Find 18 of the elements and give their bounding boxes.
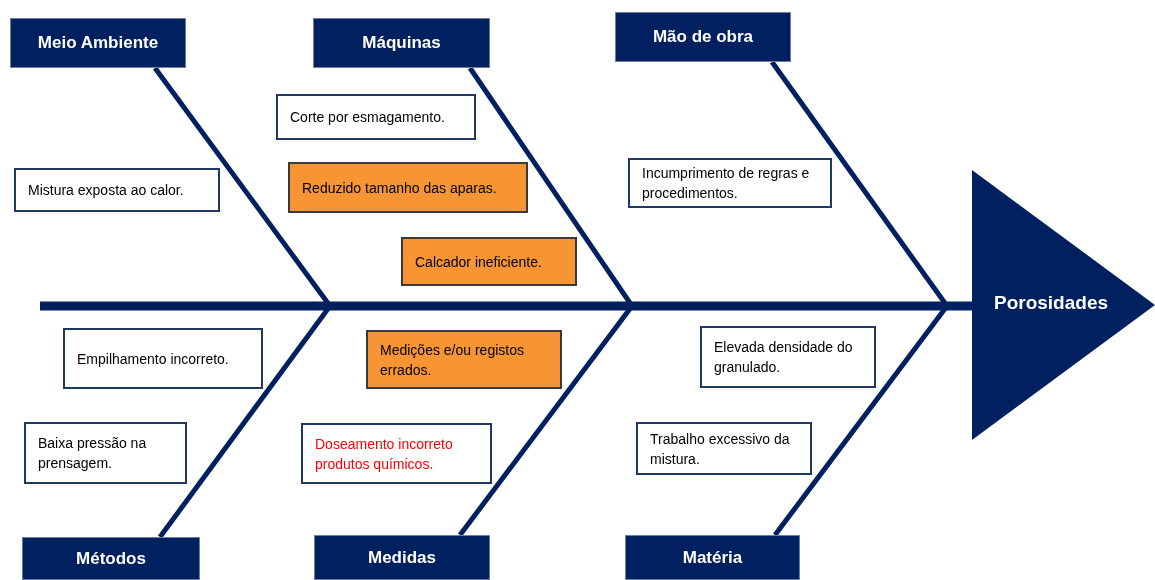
cause-box: Doseamento incorreto produtos químicos. [301, 423, 492, 484]
effect-label: Porosidades [994, 292, 1109, 314]
category-box: Meio Ambiente [10, 18, 186, 68]
category-box: Métodos [22, 537, 200, 580]
cause-box: Incumprimento de regras e procedimentos. [628, 158, 832, 208]
cause-box: Corte por esmagamento. [276, 94, 476, 140]
category-box: Mão de obra [615, 12, 791, 62]
cause-box: Elevada densidade do granulado. [700, 326, 876, 388]
cause-box: Mistura exposta ao calor. [14, 168, 220, 212]
cause-box: Medições e/ou registos errados. [366, 330, 562, 389]
cause-box: Calcador ineficiente. [401, 237, 577, 286]
cause-box: Trabalho excessivo da mistura. [636, 422, 812, 475]
category-box: Matéria [625, 535, 800, 580]
cause-box: Baixa pressão na prensagem. [24, 422, 187, 484]
cause-box: Empilhamento incorreto. [63, 328, 263, 389]
cause-box: Reduzido tamanho das aparas. [288, 162, 528, 213]
category-box: Medidas [314, 535, 490, 580]
category-box: Máquinas [313, 18, 490, 68]
